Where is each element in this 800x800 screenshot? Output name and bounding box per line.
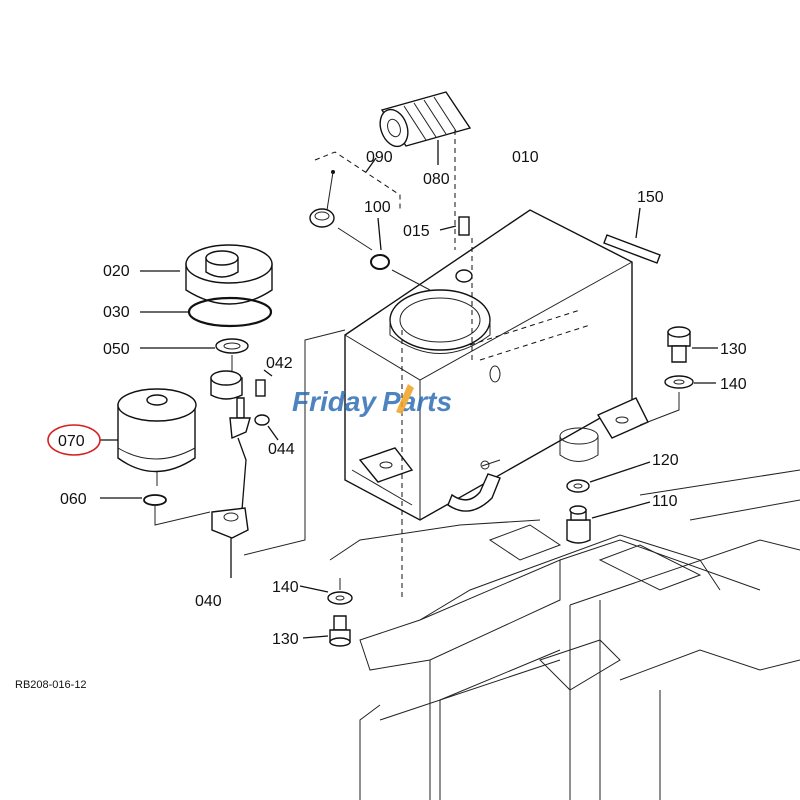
- callout-labels: 010 015 020 030 040 042 044 050 060 070 …: [58, 149, 747, 648]
- callout-140-lower: 140: [272, 579, 299, 596]
- callout-130-lower: 130: [272, 631, 299, 648]
- drawing-code: RB208-016-12: [15, 679, 87, 691]
- part-130-bolt-lower: [302, 615, 351, 647]
- watermark-swoosh: [396, 384, 414, 414]
- callout-030: 030: [103, 304, 130, 321]
- part-060-oring: [100, 494, 211, 526]
- part-130-bolt-right: [667, 326, 718, 363]
- part-070-filter: [100, 388, 197, 486]
- part-020-cap: [140, 244, 273, 305]
- watermark-part1: Friday: [292, 386, 377, 417]
- callout-044: 044: [268, 441, 295, 458]
- callout-060: 060: [60, 491, 87, 508]
- part-150-rod: [603, 207, 661, 264]
- part-100-oring: [370, 217, 390, 270]
- callout-050: 050: [103, 341, 130, 358]
- part-050-bushing: [140, 338, 249, 372]
- part-015-bolt: [439, 216, 473, 283]
- callout-100: 100: [364, 199, 391, 216]
- callout-150: 150: [637, 189, 664, 206]
- callout-020: 020: [103, 263, 130, 280]
- watermark-part2: Parts: [382, 386, 452, 417]
- part-030-gasket: [140, 296, 273, 328]
- fuel-tank: [344, 209, 649, 600]
- part-120-washer: [566, 461, 651, 493]
- part-040-sender: [210, 329, 346, 578]
- callout-120: 120: [652, 452, 679, 469]
- callout-070-highlight: [47, 424, 101, 456]
- callout-110: 110: [652, 493, 678, 510]
- part-110-plug: [566, 501, 651, 544]
- part-090-group: [309, 151, 431, 291]
- frame-chassis: [329, 469, 800, 800]
- callout-040: 040: [195, 593, 222, 610]
- callout-130-right: 130: [720, 341, 747, 358]
- callout-015: 015: [403, 223, 430, 240]
- callout-042: 042: [266, 355, 293, 372]
- callout-080: 080: [423, 171, 450, 188]
- callout-090: 090: [366, 149, 393, 166]
- part-140-washer-lower: [299, 578, 353, 605]
- callout-140-right: 140: [720, 376, 747, 393]
- part-140-washer-right: [639, 375, 716, 426]
- part-080-strainer: [379, 91, 472, 250]
- callout-070: 070: [58, 433, 85, 450]
- part-042-screw: [255, 369, 273, 397]
- part-044-nut: [254, 414, 279, 441]
- callout-010: 010: [512, 149, 539, 166]
